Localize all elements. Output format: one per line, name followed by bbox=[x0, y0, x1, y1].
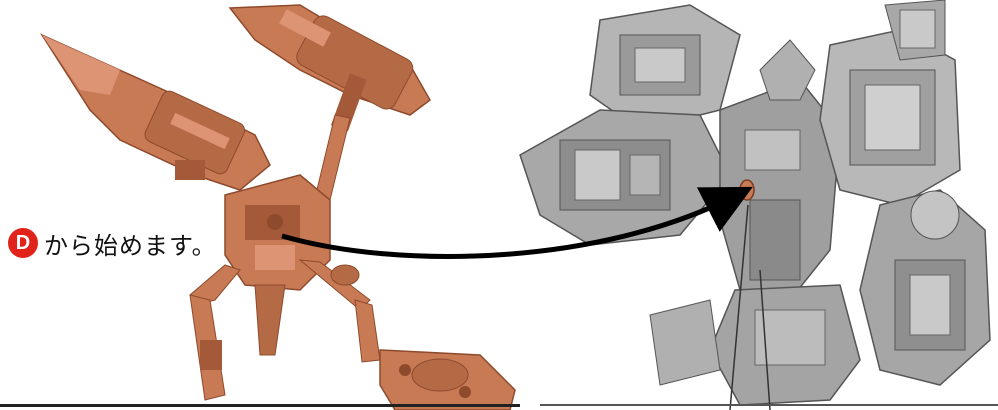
step-caption: D から始めます。 bbox=[8, 226, 217, 260]
bottom-divider-right bbox=[540, 404, 998, 406]
orange-mecha-part bbox=[42, 5, 515, 410]
gray-robot bbox=[520, 0, 990, 410]
right-cannon bbox=[230, 5, 430, 131]
bottom-divider-left bbox=[0, 404, 520, 407]
step-badge: D bbox=[8, 228, 38, 258]
orange-foot bbox=[380, 350, 515, 410]
caption-text: から始めます。 bbox=[44, 226, 217, 261]
step-letter: D bbox=[16, 232, 30, 255]
orange-left-leg bbox=[190, 265, 240, 400]
orange-torso bbox=[225, 175, 330, 290]
attachment-point-marker bbox=[740, 180, 754, 200]
left-drill-cannon bbox=[42, 35, 270, 190]
